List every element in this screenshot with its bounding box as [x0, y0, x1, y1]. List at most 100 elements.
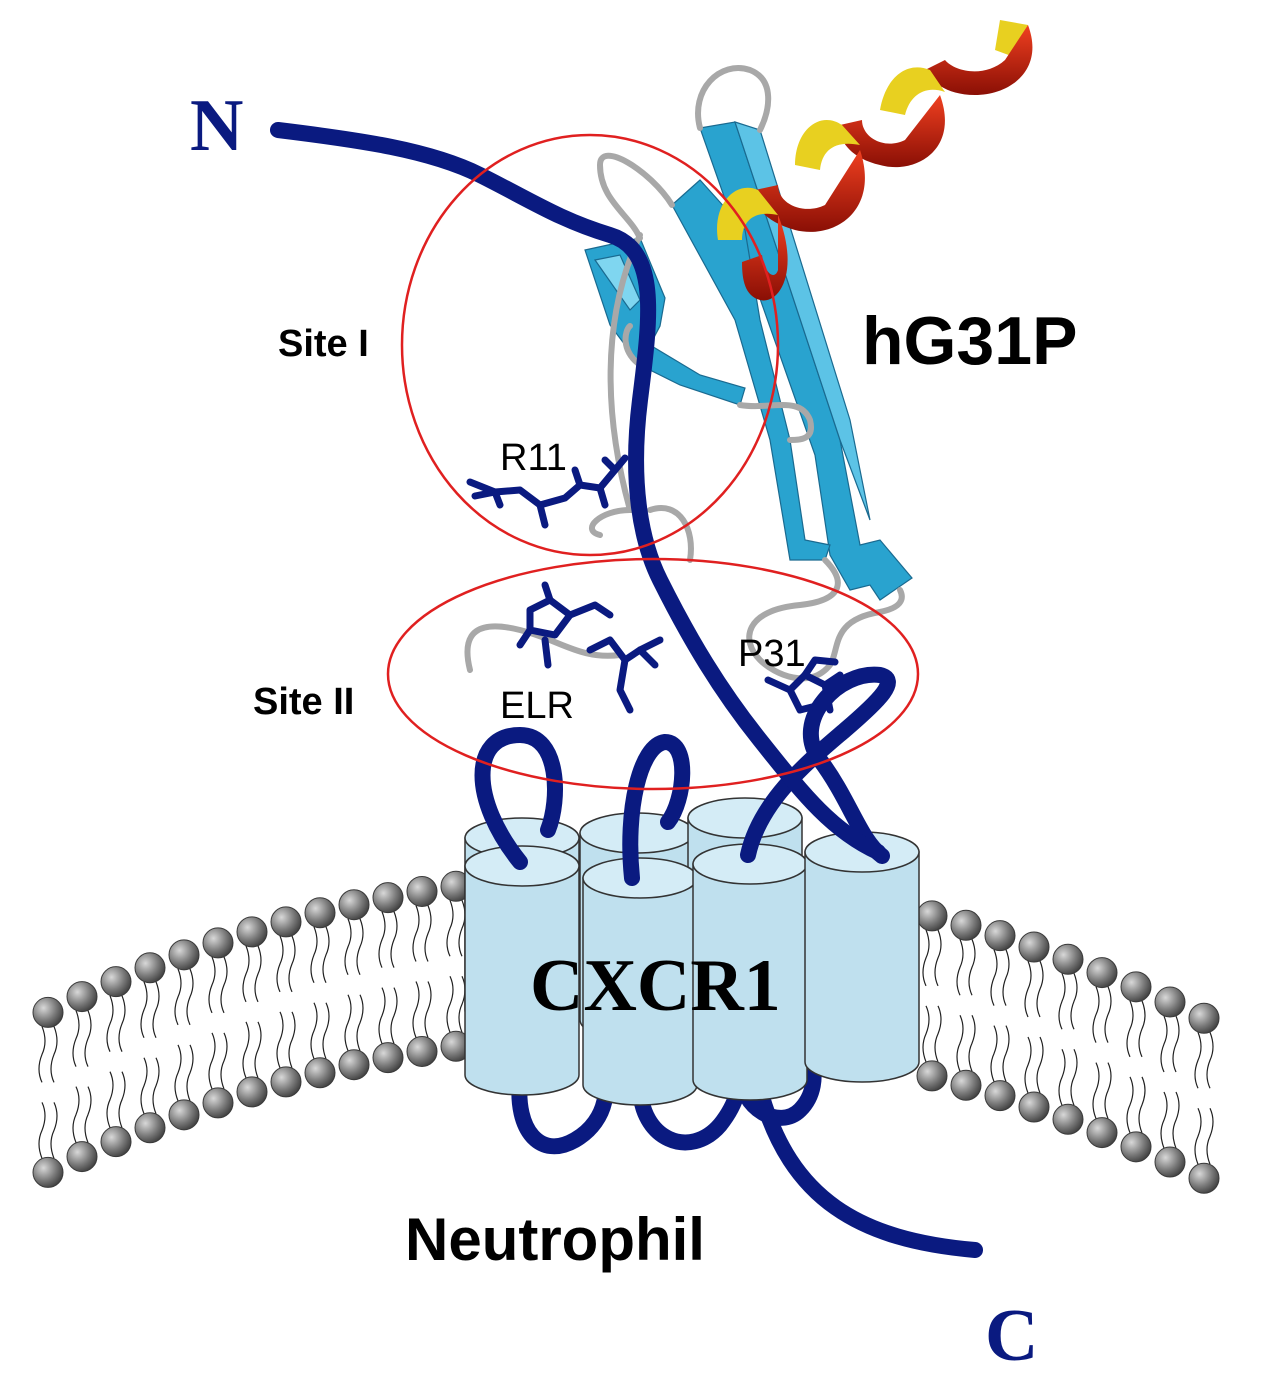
lipid-tail [344, 918, 352, 975]
lipid-tail [208, 956, 216, 1014]
lipid-head [950, 909, 982, 941]
lipid-tail [424, 905, 432, 962]
lipid-tail [1036, 960, 1044, 1018]
lipid-tail [288, 1011, 296, 1069]
lipid-head [338, 889, 370, 921]
lipid-head [1086, 1117, 1118, 1149]
lipid-tail [356, 918, 364, 975]
lipid-tail [1036, 1036, 1044, 1094]
cxcr1-transmembrane-bundle [464, 797, 920, 1106]
lipid-tail [140, 1057, 148, 1115]
neutrophil-label: Neutrophil [405, 1206, 705, 1273]
lipid-tail [458, 900, 466, 957]
lipid-tail [276, 1011, 284, 1069]
lipid-tail [118, 995, 126, 1052]
lipid-tail [242, 945, 250, 1003]
lipid-head [1086, 957, 1118, 989]
site-ii-circle [386, 557, 920, 791]
n-terminus-label: N [190, 85, 243, 167]
lipid-tail [1070, 973, 1078, 1030]
lipid-head [236, 1076, 268, 1108]
lipid-tail [344, 994, 352, 1051]
lipid-bilayer [32, 870, 1220, 1194]
c-terminus-label: C [985, 1295, 1038, 1377]
lipid-tail [934, 929, 942, 987]
lipid-tail [1206, 1107, 1214, 1165]
site-ii-label: Site II [253, 681, 354, 723]
lipid-tail [106, 995, 114, 1052]
lipid-head [406, 875, 438, 907]
lipid-tail [1058, 1049, 1066, 1106]
lipid-tail [1002, 949, 1010, 1006]
lipid-head [202, 1087, 234, 1119]
lipid-tail [378, 987, 386, 1044]
lipid-tail [1126, 1000, 1134, 1058]
lipid-tail [446, 976, 454, 1033]
lipid-head [134, 952, 166, 984]
lipid-tail [956, 939, 964, 996]
cxcr1-label: CXCR1 [530, 945, 781, 1027]
lipid-tail [72, 1010, 80, 1067]
lipid-tail [934, 1005, 942, 1063]
lipid-tail [254, 945, 262, 1003]
lipid-head [236, 916, 268, 948]
lipid-tail [1138, 1000, 1146, 1058]
lipid-head [372, 1042, 404, 1074]
lipid-tail [242, 1021, 250, 1079]
lipid-head [100, 1126, 132, 1158]
lipid-tail [288, 935, 296, 993]
lipid-tail [968, 1015, 976, 1072]
lipid-tail [174, 1044, 182, 1102]
lipid-heads [32, 870, 1220, 1194]
lipid-tail [186, 968, 194, 1026]
lipid-tail [390, 987, 398, 1044]
alpha-helix [717, 20, 1033, 301]
lipid-head [1120, 1131, 1152, 1163]
lipid-head [66, 981, 98, 1013]
lipid-head [1018, 1091, 1050, 1123]
lipid-head [1052, 1103, 1084, 1135]
transmembrane-helix-cylinder [804, 831, 920, 1083]
lipid-head [950, 1069, 982, 1101]
lipid-head [270, 1066, 302, 1098]
lipid-tail [118, 1071, 126, 1128]
hg31p-label: hG31P [862, 303, 1077, 379]
lipid-head [202, 927, 234, 959]
lipid-tail [378, 911, 386, 968]
lipid-tail [1104, 1062, 1112, 1119]
lipid-head [984, 1080, 1016, 1112]
lipid-tail [390, 911, 398, 968]
lipid-head [1052, 943, 1084, 975]
lipid-head [1154, 1146, 1186, 1178]
r11-label: R11 [500, 437, 567, 479]
lipid-tail [1024, 960, 1032, 1018]
lipid-head [32, 996, 64, 1028]
lipid-tail [1104, 986, 1112, 1043]
lipid-head [338, 1049, 370, 1081]
lipid-tail [174, 968, 182, 1026]
lipid-head [1018, 931, 1050, 963]
lipid-tail [1138, 1076, 1146, 1134]
lipid-tail [254, 1021, 262, 1079]
lipid-tail [1092, 986, 1100, 1043]
lipid-tail [1160, 1091, 1168, 1149]
p31-label: P31 [738, 633, 806, 675]
site-i-label: Site I [278, 323, 369, 365]
lipid-head [1154, 986, 1186, 1018]
lipid-tail [356, 994, 364, 1051]
lipid-tail [38, 1102, 46, 1159]
lipid-head [270, 906, 302, 938]
lipid-tail [990, 949, 998, 1006]
lipid-tail [84, 1010, 92, 1067]
lipid-tail [922, 929, 930, 987]
c-terminus-tail [752, 1082, 983, 1258]
lipid-tail [220, 956, 228, 1014]
lipid-head [168, 939, 200, 971]
lipid-tail [186, 1044, 194, 1102]
lipid-tail [412, 981, 420, 1038]
lipid-tail [322, 1002, 330, 1060]
lipid-head [100, 966, 132, 998]
lipid-tail [276, 935, 284, 993]
